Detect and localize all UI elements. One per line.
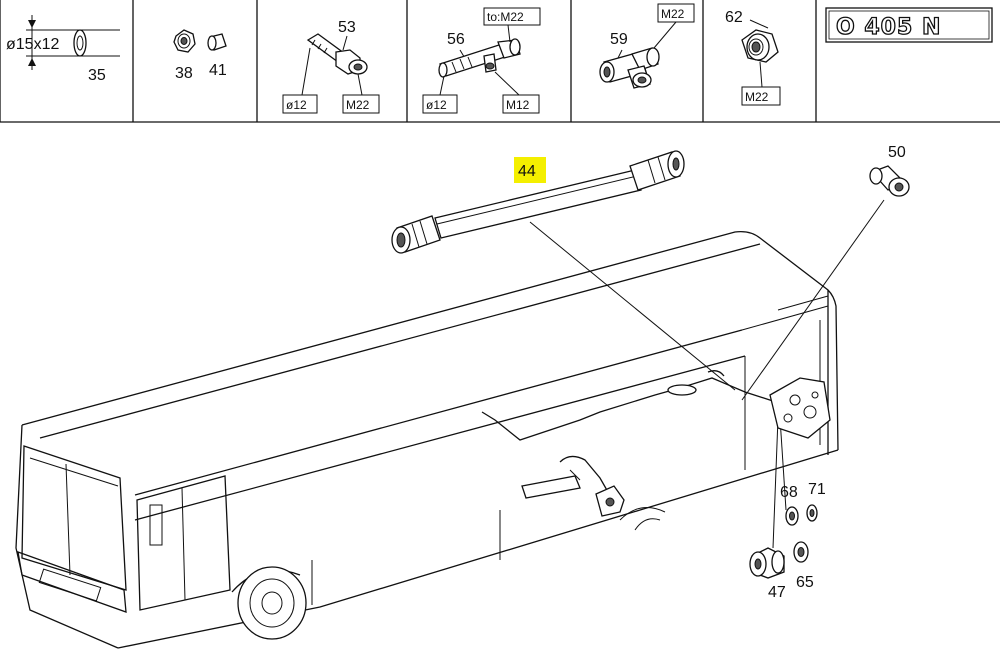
- header-cell-59[interactable]: M22 59: [599, 3, 695, 89]
- part-50-fitting[interactable]: 50: [869, 144, 910, 197]
- callout-50: 50: [888, 144, 906, 161]
- spec-53-diameter: ø12: [286, 98, 307, 112]
- part-47-fitting[interactable]: 47: [749, 547, 786, 601]
- parts-header-table: [0, 0, 1000, 123]
- hose-left-fitting: [391, 215, 441, 254]
- part-65-washer[interactable]: 65: [793, 541, 814, 591]
- leader-lines: [529, 199, 885, 549]
- spec-56-thread: M12: [506, 98, 530, 112]
- header-cell-62[interactable]: 62 M22: [725, 9, 781, 106]
- model-badge-text: O 405 N: [836, 15, 941, 40]
- callout-35: 35: [88, 67, 106, 84]
- callout-44: 44: [518, 163, 536, 180]
- header-cell-38-41[interactable]: 38 41: [173, 29, 227, 82]
- callout-53: 53: [338, 19, 356, 36]
- cap-icon: [207, 33, 227, 51]
- callout-47: 47: [768, 584, 786, 601]
- callout-41: 41: [209, 62, 227, 79]
- header-cell-53[interactable]: 53 ø12 M22: [282, 19, 380, 114]
- air-line-routing: [481, 370, 831, 517]
- nut-icon: [173, 29, 196, 53]
- callout-65: 65: [796, 574, 814, 591]
- part-71-seal[interactable]: 71: [806, 481, 826, 522]
- part-68-washer[interactable]: 68: [780, 484, 799, 526]
- dimension-label-35: ø15x12: [6, 36, 59, 53]
- straight-connector-icon: [306, 33, 368, 75]
- spec-53-thread: M22: [346, 98, 370, 112]
- spec-56-diameter: ø12: [426, 98, 447, 112]
- callout-59: 59: [610, 31, 628, 48]
- tee-fitting-icon: [599, 47, 660, 89]
- spec-59-top: M22: [661, 7, 685, 21]
- bulkhead-fitting-icon: [741, 29, 779, 63]
- hose-right-fitting: [629, 150, 685, 191]
- callout-71: 71: [808, 481, 826, 498]
- callout-68: 68: [780, 484, 798, 501]
- part-44-hose[interactable]: 44: [391, 150, 685, 254]
- spec-62-thread: M22: [745, 90, 769, 104]
- callout-44-highlight: [514, 157, 546, 183]
- callout-56: 56: [447, 31, 465, 48]
- valve-cluster-icon: [769, 377, 831, 439]
- front-wheel-icon: [231, 566, 307, 640]
- callout-38: 38: [175, 65, 193, 82]
- spec-56-top: to:M22: [487, 10, 524, 24]
- bus-illustration: [15, 230, 839, 649]
- hose-end-icon: [73, 29, 87, 57]
- callout-62: 62: [725, 9, 743, 26]
- model-badge: O 405 N: [825, 7, 993, 43]
- header-cell-56[interactable]: to:M22 56 ø12 M12: [422, 7, 541, 114]
- header-cell-35[interactable]: ø15x12 35: [6, 15, 120, 84]
